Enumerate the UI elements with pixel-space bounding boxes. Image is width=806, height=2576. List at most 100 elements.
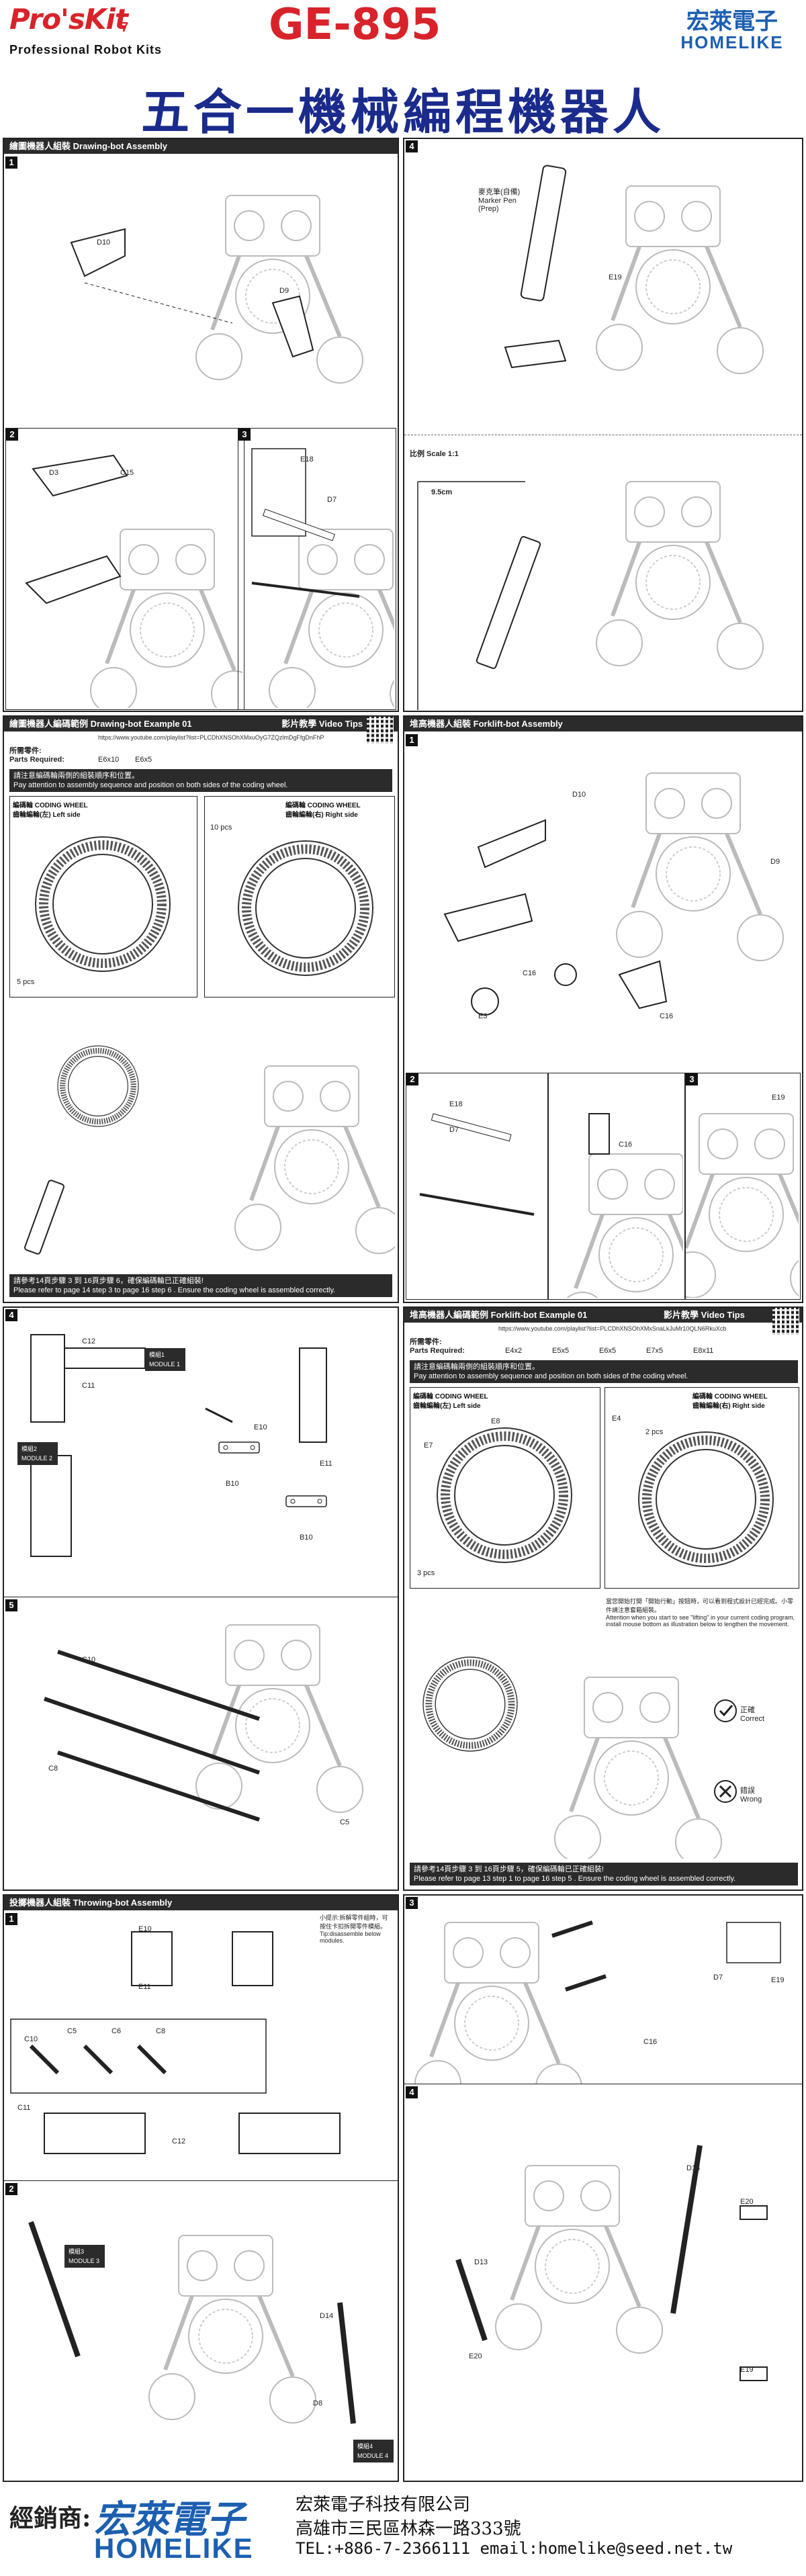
brand-tagline: Professional Robot Kits xyxy=(9,43,163,56)
forklift-example-illustration xyxy=(410,1597,737,1859)
drawing-assembly-panel: 繪圖機器人組裝 Drawing-bot Assembly 1 D10 D9 2 … xyxy=(3,138,399,712)
pcs-label: 5 pcs xyxy=(17,978,35,986)
part-label-c16: C16 xyxy=(523,969,537,977)
drawing-note-cn: 請參考14頁步驟 3 到 16頁步驟 6，確保編碼輪已正確組裝! xyxy=(13,1277,204,1285)
coding-wheel-left-illustration xyxy=(10,817,195,995)
wrong-en: Wrong xyxy=(740,1795,762,1804)
forklift-example-panel: 堆高機器人編碼範例 Forklift-bot Example 01 影片教學 V… xyxy=(403,1306,803,1891)
video-url[interactable]: https://www.youtube.com/playlist?list=PL… xyxy=(498,1325,727,1332)
footer-logo-en: HOMELIKE xyxy=(94,2532,254,2564)
drawing-part-item: E6x10 xyxy=(98,756,120,764)
coding-wheel-left-title: 編碼輪 CODING WHEEL xyxy=(413,1393,488,1401)
parts-required-cn: 所需零件: xyxy=(410,1338,442,1346)
part-label-e19b: E19 xyxy=(740,2366,754,2374)
coding-wheel-left-sub: 齒輪編輪(左) Left side xyxy=(13,811,81,819)
pcs-label: 3 pcs xyxy=(417,1569,435,1577)
scale-dimension: 9.5cm xyxy=(431,488,453,496)
step-number: 2 xyxy=(406,1073,418,1085)
forklift-tip: 當您開始打開「開始行動」按鈕時，可以看到程式設計已經完成。小零件請注意套箱組裝。… xyxy=(606,1597,797,1628)
video-tips-en: Video Tips xyxy=(318,719,363,729)
video-url[interactable]: https://www.youtube.com/playlist?list=PL… xyxy=(98,734,324,741)
module3-en: MODULE 3 xyxy=(69,2258,100,2264)
step-number: 3 xyxy=(686,1073,698,1085)
part-label-e8: E8 xyxy=(491,1417,500,1425)
coding-wheel-right-title: 編碼輪 CODING WHEEL xyxy=(692,1393,768,1401)
model-number: GE-895 xyxy=(269,0,441,50)
module1-tag: 模組1 MODULE 1 xyxy=(145,1348,185,1371)
forklift-example-title-en: Forklift-bot Example 01 xyxy=(490,1310,588,1320)
video-tips-en: Video Tips xyxy=(701,1310,745,1320)
coding-wheel-right: 編碼輪 CODING WHEEL 齒輪編輪(右) Right side E4 2… xyxy=(604,1387,799,1589)
throw-tip-cn: 小提示:拆解零件組時，可按住卡扣拆開零件模組。 xyxy=(320,1914,388,1930)
marker-label-cn: 麥克筆(自備) xyxy=(478,188,521,196)
module1-en: MODULE 1 xyxy=(149,1361,181,1368)
module2-cn: 模組2 xyxy=(21,1446,38,1452)
drawing-example-title: 繪圖機器人編碼範例 Drawing-bot Example 01 影片教學 Vi… xyxy=(4,717,398,731)
coding-wheel-right: 編碼輪 CODING WHEEL 齒輪編輪(右) Right side 10 p… xyxy=(204,796,395,997)
part-label-e19: E19 xyxy=(772,1094,785,1102)
throw-tip: 小提示:拆解零件組時，可按住卡扣拆開零件模組。 Tip:disassemble … xyxy=(320,1913,394,1944)
part-label-e20: E20 xyxy=(740,2198,754,2206)
forklift-example-title: 堆高機器人編碼範例 Forklift-bot Example 01 影片教學 V… xyxy=(404,1308,802,1323)
part-label-c8: C8 xyxy=(48,1765,58,1773)
module1-cn: 模組1 xyxy=(149,1351,165,1358)
forklift-part-item: E4x2 xyxy=(505,1347,523,1355)
qr-code-icon[interactable] xyxy=(772,1308,799,1335)
qr-code-icon[interactable] xyxy=(367,717,394,744)
part-label-d9: D9 xyxy=(279,287,289,295)
parts-required-cn: 所需零件: xyxy=(9,747,42,755)
step3-box: 3 E18 D7 xyxy=(238,428,396,710)
throwing-assembly-title: 投擲機器人組裝 Throwing-bot Assembly xyxy=(4,1896,398,1910)
drawing-example-title-cn: 繪圖機器人編碼範例 xyxy=(9,719,89,729)
distributor-logo-cn: 宏萊電子 xyxy=(686,8,778,35)
part-label-c12: C12 xyxy=(172,2137,186,2145)
marker-label-en: Marker Pen (Prep) xyxy=(478,197,517,213)
part-label-e3: E3 xyxy=(478,1012,488,1020)
part-label-c10: C10 xyxy=(24,2035,38,2043)
forklift-step1-illustration xyxy=(443,733,802,1016)
part-label-c10: C10 xyxy=(82,1656,96,1664)
throwing-assembly-panel: 投擲機器人組裝 Throwing-bot Assembly 1 小提示:拆解零件… xyxy=(3,1894,399,2482)
correct-en: Correct xyxy=(740,1715,765,1723)
step3-illustration xyxy=(251,448,394,708)
part-label-c16: C16 xyxy=(619,1141,633,1149)
coding-wheel-left: 編碼輪 CODING WHEEL 齒輪編輪(左) Left side E8 E7… xyxy=(410,1387,600,1589)
drawing-example-illustration xyxy=(24,1006,395,1268)
pcs-label: 2 pcs xyxy=(645,1428,664,1436)
module-step5-illustration xyxy=(44,1598,398,1822)
forklift-note: 請參考14頁步驟 3 到 16頁步驟 5，確保編碼輪已正確組裝! Please … xyxy=(410,1863,798,1885)
step-number: 1 xyxy=(5,157,17,169)
forklift-part-item: E8x11 xyxy=(693,1347,714,1355)
drawing-assembly-title: 繪圖機器人組裝 Drawing-bot Assembly xyxy=(4,139,398,154)
part-label-c16b: C16 xyxy=(660,1012,674,1020)
throwing-step4-illustration xyxy=(455,2145,768,2381)
forklift-part-item: E7x5 xyxy=(646,1347,664,1355)
correct-label: 正確 Correct xyxy=(740,1704,764,1723)
step-number: 5 xyxy=(5,1599,17,1611)
part-label-e19: E19 xyxy=(771,1976,785,1984)
forklift-assembly-title: 堆高機器人組裝 Forklift-bot Assembly xyxy=(404,717,802,731)
part-label-b10: B10 xyxy=(226,1480,239,1488)
step-number: 3 xyxy=(406,1897,418,1909)
part-label-d8: D8 xyxy=(313,2399,323,2407)
coding-wheel-right-title: 編碼輪 CODING WHEEL xyxy=(285,802,361,809)
drawing-example-panel: 繪圖機器人編碼範例 Drawing-bot Example 01 影片教學 Vi… xyxy=(3,715,399,1303)
part-label-d10: D10 xyxy=(572,791,586,799)
parts-required-en: Parts Required: xyxy=(410,1347,465,1355)
part-label-d3: D3 xyxy=(49,469,59,477)
step-number: 2 xyxy=(5,2183,17,2195)
part-label-d7: D7 xyxy=(713,1973,723,1982)
throwing-assembly-title-cn: 投擲機器人組裝 xyxy=(9,1898,71,1908)
forklift-step2-illustration xyxy=(419,1113,535,1216)
parts-required: 所需零件: Parts Required: xyxy=(9,745,64,764)
company-contact[interactable]: TEL:+886-7-2366111 email:homelike@seed.n… xyxy=(296,2539,733,2558)
part-label-d10: D10 xyxy=(97,238,111,247)
part-label-c15: C15 xyxy=(120,469,134,477)
part-label-e7: E7 xyxy=(424,1441,433,1450)
throw-tip-en: Tip:disassemble below modules. xyxy=(320,1930,381,1944)
forklift-step2-box: 2 E18 D7 xyxy=(406,1073,548,1300)
part-label-c16: C16 xyxy=(643,2038,658,2046)
attention-en: Pay attention to assembly sequence and p… xyxy=(414,1372,688,1380)
part-label-e10: E10 xyxy=(138,1925,152,1933)
forklift-assembly-title-cn: 堆高機器人組裝 xyxy=(410,719,472,729)
